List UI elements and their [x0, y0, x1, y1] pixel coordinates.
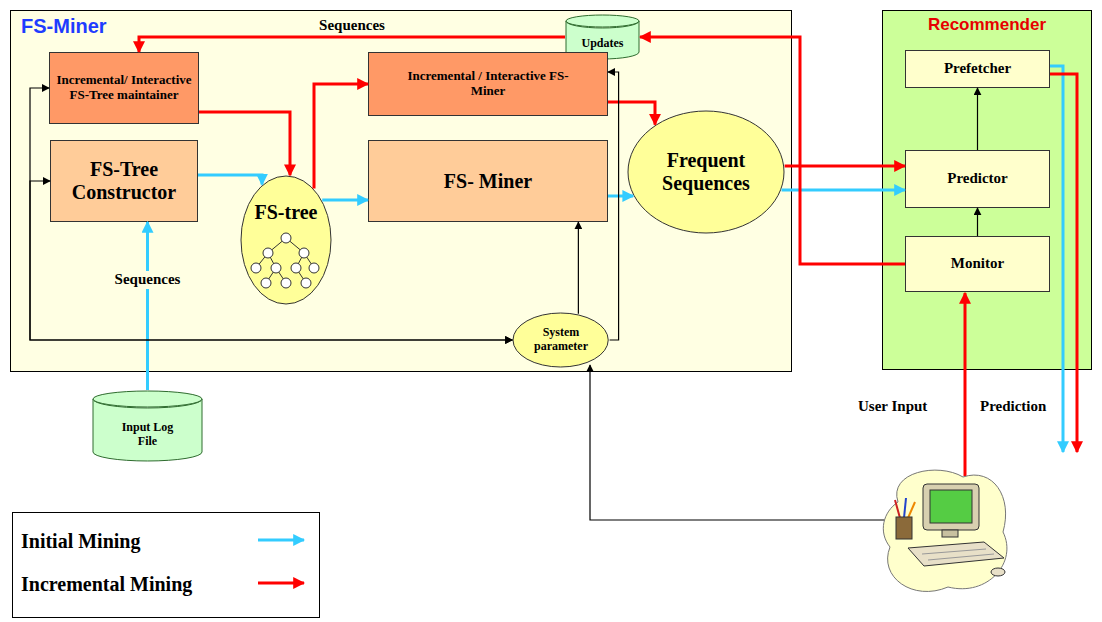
tree-branch [256, 253, 268, 268]
node-label: FS-tree [255, 201, 318, 224]
flow-arrow [608, 72, 619, 340]
flow-arrow [977, 208, 978, 236]
monitor-screen [930, 490, 972, 523]
legend-entry: Initial Mining [21, 528, 140, 554]
flow-arrow [30, 181, 512, 340]
panel-title: FS-Miner [21, 15, 781, 38]
tree-node [309, 263, 319, 273]
keyboard [908, 542, 1004, 566]
legend-text: Incremental Mining [21, 573, 192, 595]
data-ellipse: Frequent Sequences [627, 110, 785, 234]
ellipse-shape [513, 313, 608, 367]
legend-arrow [258, 539, 304, 542]
computer-icon [883, 470, 1007, 591]
tree-branch [296, 253, 304, 268]
tree-branch [296, 268, 306, 283]
flow-arrow [322, 199, 368, 202]
tree-node [281, 278, 291, 288]
ellipse-outline [240, 175, 332, 305]
flow-arrow [198, 175, 262, 185]
monitor-stand [942, 530, 958, 537]
tree-branch [286, 238, 304, 253]
flow-arrow [314, 84, 368, 188]
node-label: Prefetcher [944, 60, 1011, 77]
node-label: Frequent Sequences [650, 149, 762, 195]
node-label: FS- Miner [444, 170, 532, 193]
flow-arrow [608, 195, 633, 198]
tree-branch [268, 253, 276, 268]
flow-arrow [146, 222, 149, 390]
tree-ellipse: FS-tree [240, 175, 332, 305]
flow-arrow [977, 88, 978, 150]
user-input-arrow [964, 293, 967, 476]
pencil [895, 500, 900, 518]
flow-arrow [608, 102, 655, 125]
tree-branch [268, 238, 286, 253]
process-box: Incremental/ Interactive FS-Tree maintai… [49, 52, 199, 124]
prediction-arrow [1050, 74, 1077, 452]
ellipse-shape [628, 111, 784, 233]
panel-title: Recommender [893, 15, 1081, 35]
process-box: Prefetcher [905, 50, 1050, 88]
legend-arrow [258, 582, 304, 585]
legend-box: Initial MiningIncremental Mining [12, 512, 320, 618]
flow-arrow [30, 88, 512, 340]
keyboard-keys [928, 554, 994, 560]
flow-arrow [139, 37, 565, 52]
node-label: Incremental / Interactive FS-Miner [401, 69, 576, 99]
process-box: Predictor [905, 150, 1050, 208]
parameter-arrow [590, 365, 890, 520]
system-panel: RecommenderPrefetcherPredictorMonitor [882, 10, 1092, 370]
cylinder-top [93, 391, 202, 407]
pencil [904, 498, 906, 518]
tree-node [271, 263, 281, 273]
tree-node [301, 278, 311, 288]
node-label: Input Log File [116, 421, 180, 449]
legend-text: Initial Mining [21, 530, 140, 552]
system-panel: FS-MinerUpdatesIncremental/ Interactive … [10, 10, 792, 372]
tree-branch [266, 268, 276, 283]
node-label: Incremental/ Interactive FS-Tree maintai… [56, 73, 192, 103]
process-box: FS- Miner [368, 140, 608, 222]
icon-background [883, 470, 1007, 591]
tree-node [281, 233, 291, 243]
keyboard-keys [922, 549, 986, 554]
tree-node [261, 278, 271, 288]
node-label: Updates [581, 37, 623, 51]
prediction-arrow [1050, 66, 1063, 452]
tree-illustration [251, 233, 319, 288]
flow-label: User Input [858, 398, 927, 415]
tree-branch [276, 268, 286, 283]
tree-node [251, 263, 261, 273]
process-box: Monitor [905, 236, 1050, 292]
flow-arrow [578, 222, 579, 314]
tree-node [263, 248, 273, 258]
cylinder-body [93, 399, 202, 461]
flow-arrow [782, 189, 905, 192]
node-label: FS-Tree Constructor [62, 158, 186, 204]
edge-label: Sequences [112, 271, 184, 288]
tree-node [299, 248, 309, 258]
flow-arrow [640, 37, 905, 264]
tree-node [291, 263, 301, 273]
tree-branch [304, 253, 314, 268]
database-cylinder: Input Log File [92, 390, 203, 462]
process-box: FS-Tree Constructor [50, 140, 198, 222]
flow-arrow [785, 165, 905, 168]
flow-arrow [199, 112, 290, 175]
node-label: System parameter [526, 326, 596, 354]
edge-label: Sequences [316, 17, 388, 34]
process-box: Incremental / Interactive FS-Miner [368, 52, 608, 116]
legend-entry: Incremental Mining [21, 571, 192, 597]
pencil [908, 502, 915, 518]
parameter-ellipse: System parameter [512, 312, 609, 368]
node-label: Predictor [947, 170, 1008, 187]
mouse [991, 568, 1005, 576]
flow-label: Prediction [980, 398, 1046, 415]
ellipse-shape [241, 176, 331, 304]
node-label: Monitor [951, 255, 1004, 272]
monitor-frame [923, 484, 979, 530]
pencil-cup [896, 517, 912, 539]
cylinder-top [566, 15, 639, 27]
